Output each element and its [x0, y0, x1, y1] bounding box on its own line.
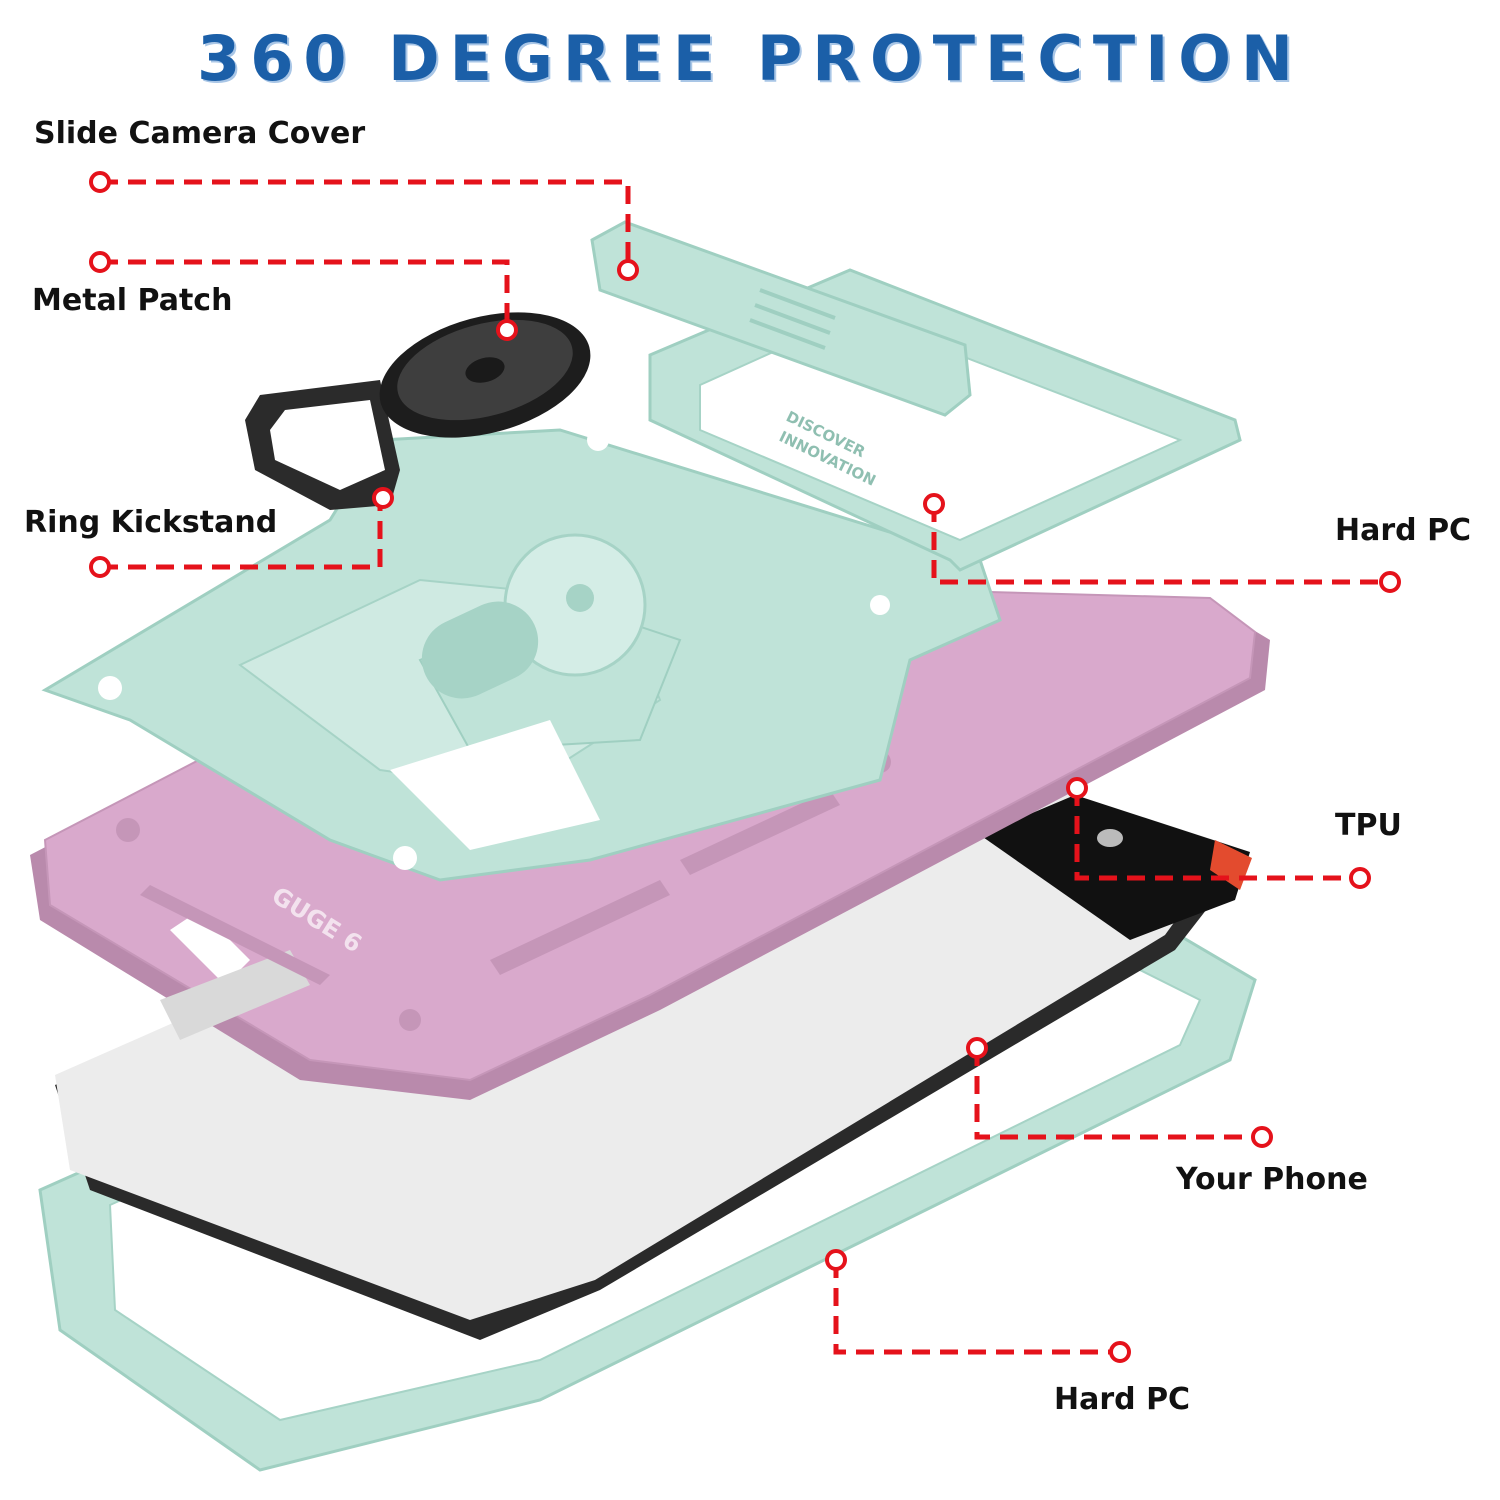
label-tpu: TPU: [1335, 808, 1402, 843]
leader-dots: [89, 171, 1401, 1363]
label-your-phone: Your Phone: [1176, 1162, 1368, 1197]
label-ring-kickstand: Ring Kickstand: [24, 505, 278, 540]
leader-lines: [100, 179, 1390, 1355]
ring-kickstand: [245, 312, 591, 510]
label-metal-patch: Metal Patch: [32, 283, 233, 318]
hard-pc-back-plate: [41, 428, 1002, 882]
label-hard-pc-top: Hard PC: [1335, 513, 1472, 548]
headline: 360 DEGREE PROTECTION: [197, 22, 1303, 95]
camera-bar: [980, 795, 1250, 940]
label-hard-pc-bottom: Hard PC: [1054, 1382, 1191, 1417]
label-slide-camera-cover: Slide Camera Cover: [34, 116, 366, 151]
slide-camera-cover: [590, 220, 972, 417]
